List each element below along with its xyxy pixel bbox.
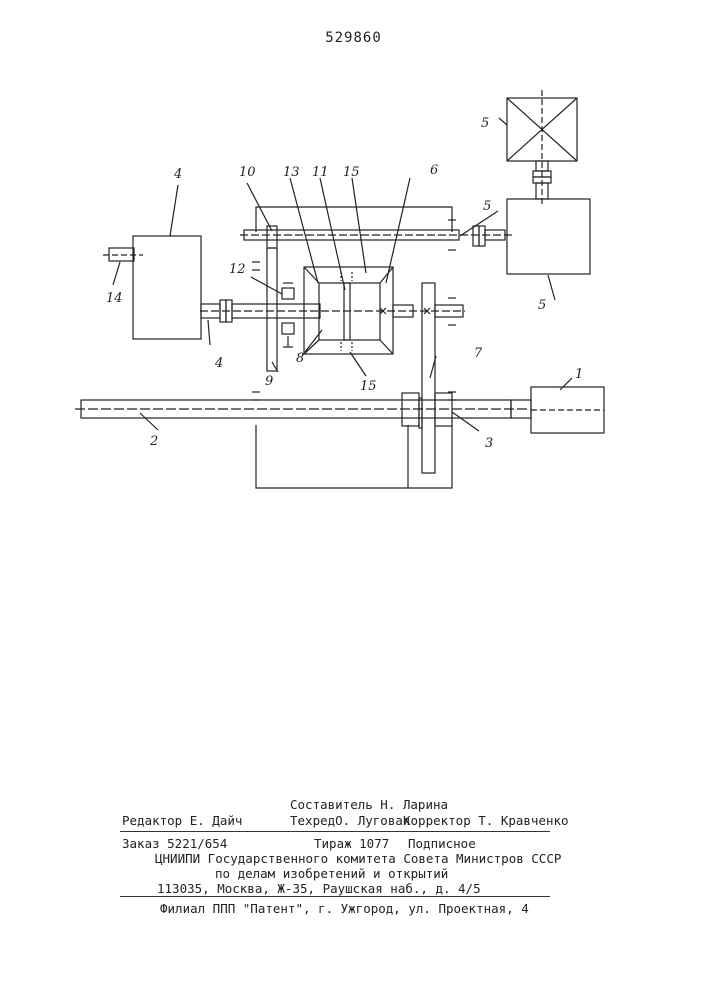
editor-credit: Редактор Е. Дайч: [122, 813, 242, 828]
label-4a: 4: [173, 167, 182, 182]
corrector-credit: Корректор Т. Кравченко: [403, 813, 569, 828]
label-1: 1: [575, 367, 583, 382]
label-7: 7: [474, 346, 483, 361]
colophon-rule-bottom: [120, 896, 550, 897]
compiler-credit: Составитель Н. Ларина: [290, 797, 448, 812]
label-4b: 4: [214, 356, 223, 371]
label-8: 8: [296, 351, 304, 366]
tech-editor-credit: ТехредО. Луговая: [290, 813, 410, 828]
circulation: Тираж 1077: [314, 836, 389, 851]
subscription: Подписное: [408, 836, 476, 851]
label-9: 9: [265, 374, 273, 389]
label-2: 2: [149, 434, 158, 449]
label-13: 13: [283, 165, 300, 180]
housing-frame-top: [256, 207, 452, 232]
branch-address: Филиал ППП "Патент", г. Ужгород, ул. Про…: [160, 901, 529, 916]
gear-10: [267, 226, 277, 248]
motor-4-body: [133, 236, 201, 339]
organization-address: 113035, Москва, Ж-35, Раушская наб., д. …: [157, 881, 481, 896]
label-15b: 15: [360, 379, 377, 394]
gear-9: [267, 248, 277, 371]
organization-line-1: ЦНИИПИ Государственного комитета Совета …: [155, 851, 561, 866]
label-10: 10: [239, 165, 256, 180]
coupling-right: [473, 226, 479, 246]
colophon-rule-top: [120, 831, 550, 832]
label-12: 12: [229, 262, 246, 277]
label-5b: 5: [483, 199, 491, 214]
organization-line-2: по делам изобретений и открытий: [215, 866, 448, 881]
housing-frame-bottom: [256, 425, 452, 488]
label-14: 14: [106, 291, 123, 306]
label-15a: 15: [343, 165, 360, 180]
label-5a: 5: [481, 116, 489, 131]
label-5c: 5: [538, 298, 546, 313]
label-6: 6: [430, 163, 438, 178]
motor-5-body: [507, 199, 590, 274]
label-11: 11: [312, 165, 329, 180]
label-3: 3: [485, 436, 493, 451]
order-number: Заказ 5221/654: [122, 836, 227, 851]
